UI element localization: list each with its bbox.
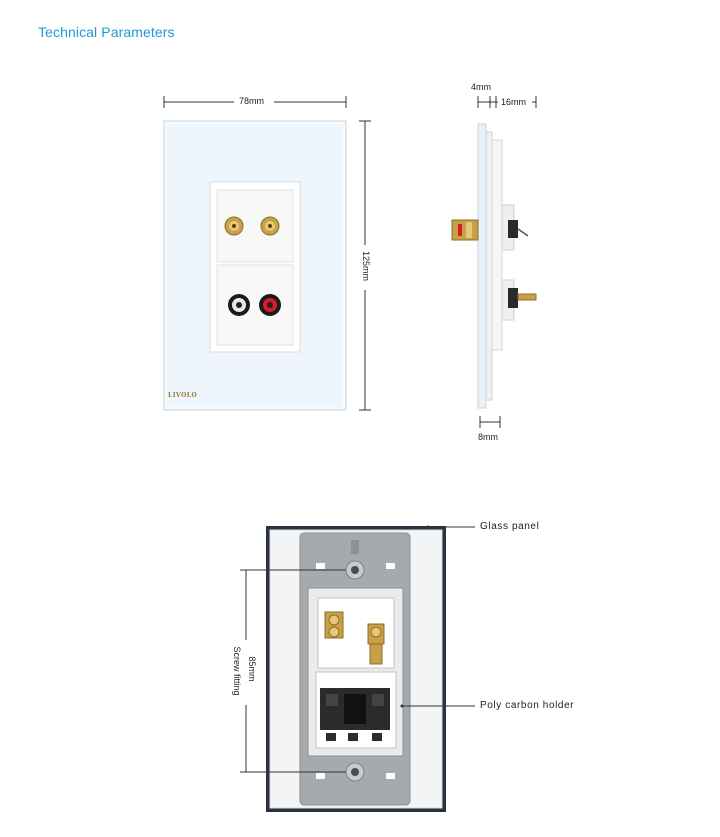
binding-post-back-right xyxy=(367,623,385,665)
glass-panel-callout: Glass panel xyxy=(480,521,540,532)
screw-distance-label: 85mm xyxy=(247,656,257,682)
depth-label: 16mm xyxy=(501,97,527,107)
back-depth-label: 8mm xyxy=(478,432,498,442)
screw-fitting-label: Screw fitting xyxy=(232,646,242,696)
side-dimensions xyxy=(477,96,537,428)
binding-post-left xyxy=(224,216,244,236)
height-dimension xyxy=(359,120,371,411)
screw-dimension xyxy=(240,569,346,773)
holder-callout: Poly carbon holder xyxy=(480,700,575,711)
glass-thickness-label: 4mm xyxy=(471,82,491,92)
brand-logo: LIVOLO xyxy=(168,392,198,399)
width-label: 78mm xyxy=(239,96,265,106)
rca-jack-white xyxy=(228,294,250,316)
width-dimension xyxy=(163,96,347,108)
binding-post-back-left xyxy=(324,611,344,639)
rca-jack-red xyxy=(259,294,281,316)
page-title: Technical Parameters xyxy=(38,24,175,40)
binding-post-right xyxy=(260,216,280,236)
